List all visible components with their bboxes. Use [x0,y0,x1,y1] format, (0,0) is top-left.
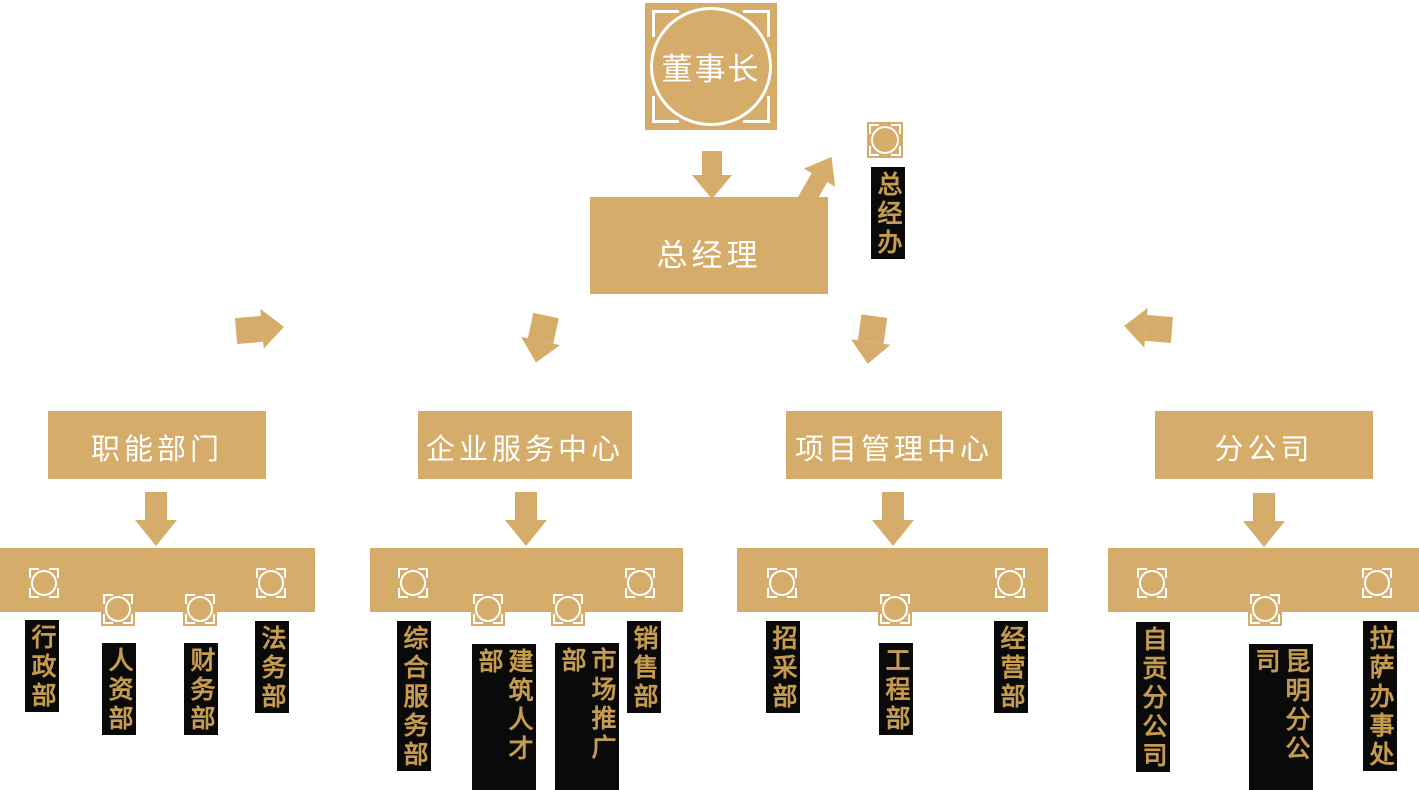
department-label: 工程部 [879,643,913,735]
arrow-down-icon [1243,493,1285,547]
department-label: 建筑人才部 [472,644,536,790]
arrow-down-icon [692,151,732,199]
circle-seal-icon [1360,566,1394,600]
circle-seal-icon [27,566,61,600]
division-label: 企业服务中心 [425,432,624,466]
arrow-down-icon [505,492,547,546]
arrow-down-icon [872,492,914,546]
department-label: 经营部 [994,621,1028,713]
circle-seal-icon [471,592,505,626]
department-label: 财务部 [184,643,218,735]
arrow-down-left-icon [516,311,565,367]
circle-seal-icon [551,592,585,626]
circle-seal-icon [101,592,135,626]
arrow-down-icon [847,313,894,367]
department-label: 销售部 [627,621,661,713]
arrow-down-icon [135,492,177,546]
circle-seal-emblem-icon [650,7,772,126]
division-node-branches: 分公司 [1155,411,1373,479]
department-label: 市场推广部 [555,643,619,790]
circle-seal-icon [867,122,903,158]
gm-office-label: 总经办 [871,167,905,259]
circle-seal-icon [1135,566,1169,600]
circle-seal-icon [765,566,799,600]
division-label: 职能部门 [90,432,223,466]
department-label: 人资部 [102,643,136,735]
division-label: 分公司 [1214,432,1314,466]
department-label: 法务部 [255,621,289,713]
department-label: 行政部 [25,620,59,712]
department-label: 自贡分公司 [1136,622,1170,772]
division-label: 项目管理中心 [794,432,993,466]
circle-seal-icon [623,566,657,600]
circle-seal-icon [993,566,1027,600]
general-manager-label: 总经理 [656,238,762,274]
circle-seal-icon [878,592,912,626]
division-node-functional: 职能部门 [48,411,266,479]
division-node-project-management: 项目管理中心 [786,411,1002,479]
circle-seal-icon [1248,592,1282,626]
division-node-enterprise-service: 企业服务中心 [418,411,632,479]
circle-seal-icon [396,566,430,600]
arrow-right-icon [234,306,286,351]
department-label: 拉萨办事处 [1363,621,1397,771]
department-label: 昆明分公司 [1249,644,1313,790]
general-manager-node: 总经理 [590,197,828,294]
chairman-label: 董事长 [661,52,761,88]
arrow-left-icon [1122,305,1174,350]
department-label: 综合服务部 [397,621,431,771]
chairman-node: 董事长 [645,3,777,130]
circle-seal-icon [183,592,217,626]
circle-seal-icon [254,566,288,600]
department-label: 招采部 [766,621,800,713]
